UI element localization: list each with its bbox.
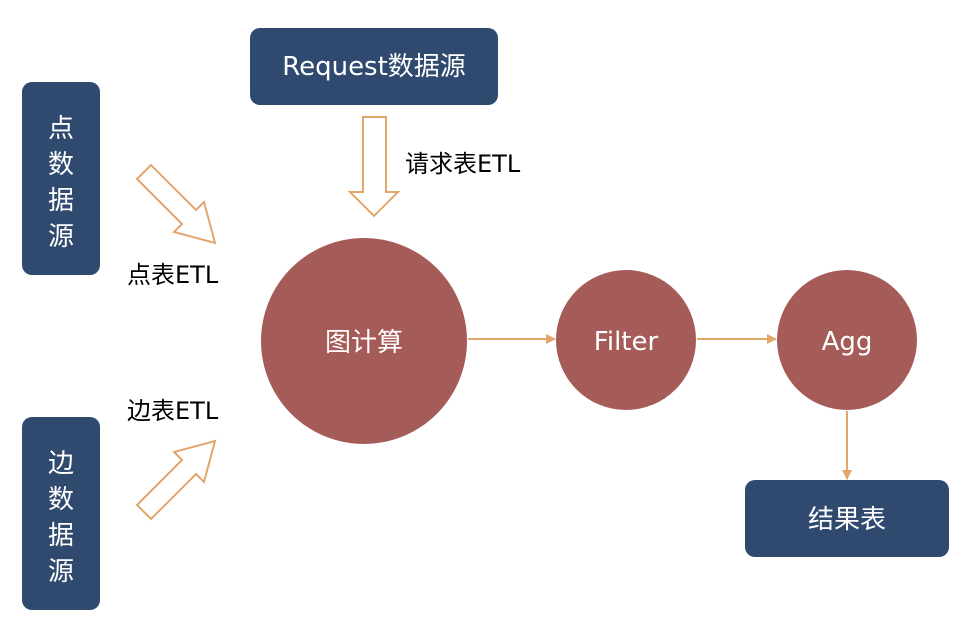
point-source-char: 源	[48, 222, 74, 252]
request-etl-arrow	[347, 116, 401, 218]
graph-compute-node: 图计算	[261, 238, 467, 444]
request-etl-label: 请求表ETL	[405, 150, 521, 178]
edge-source-char: 据	[48, 521, 74, 551]
result-table-label: 结果表	[808, 505, 886, 535]
filter-label: Filter	[594, 327, 659, 357]
graph-compute-label: 图计算	[325, 328, 403, 358]
point-source-char: 数	[48, 150, 74, 180]
edge-source-char: 源	[48, 557, 74, 587]
point-etl-label: 点表ETL	[127, 261, 219, 289]
agg-label: Agg	[822, 327, 873, 357]
edge-etl-label: 边表ETL	[127, 397, 219, 425]
edge-source-char: 边	[48, 449, 74, 479]
edge-source-char: 数	[48, 485, 74, 515]
point-source-char: 点	[48, 114, 74, 144]
point-source-box: 点 数 据 源	[22, 82, 100, 275]
point-source-char: 据	[48, 186, 74, 216]
request-source-box: Request数据源	[250, 28, 498, 105]
filter-node: Filter	[556, 270, 696, 410]
result-table-box: 结果表	[745, 480, 949, 557]
edge-etl-arrow	[135, 439, 217, 521]
request-source-label: Request数据源	[282, 52, 466, 82]
point-etl-arrow	[135, 163, 217, 245]
agg-node: Agg	[777, 270, 917, 410]
edge-source-box: 边 数 据 源	[22, 417, 100, 610]
